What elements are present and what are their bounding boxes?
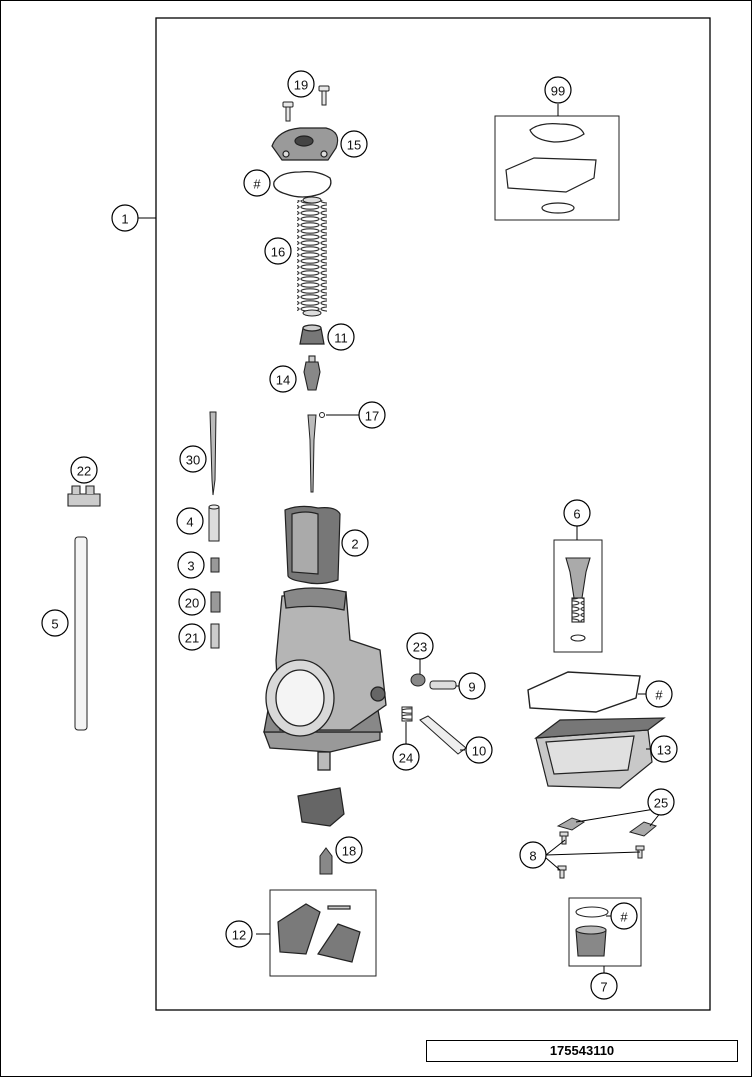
- needle-holder-part-14: [303, 355, 321, 391]
- clip-part-22: [67, 485, 101, 507]
- callout-30: 30: [179, 445, 207, 473]
- callout-13: 13: [650, 735, 678, 763]
- callout-24: 24: [392, 743, 420, 771]
- callout-6: 6: [563, 499, 591, 527]
- svg-text:3: 3: [187, 559, 194, 574]
- svg-text:23: 23: [413, 640, 427, 655]
- screw-part-9: [429, 680, 457, 690]
- svg-text:20: 20: [185, 596, 199, 611]
- callout-99: 99: [544, 76, 572, 104]
- throttle-slide-part-2: [284, 505, 341, 585]
- callout-8: 8: [519, 841, 547, 869]
- svg-text:#: #: [253, 177, 261, 192]
- callout-22: 22: [70, 456, 98, 484]
- pin-part-10: [419, 715, 467, 755]
- callout-15: 15: [340, 130, 368, 158]
- float-part-12: [277, 903, 361, 963]
- float-valve-part-18: [319, 847, 333, 875]
- callout-hash-top: #: [243, 169, 271, 197]
- svg-text:19: 19: [294, 78, 308, 93]
- document-number: 175543110: [426, 1040, 738, 1062]
- svg-text:8: 8: [529, 849, 536, 864]
- spring-part-24: [401, 706, 413, 722]
- bracket-part-25: [556, 817, 658, 837]
- callout-16: 16: [264, 237, 292, 265]
- tube-part-5: [74, 536, 88, 731]
- svg-text:15: 15: [347, 138, 361, 153]
- callout-25: 25: [647, 788, 675, 816]
- svg-text:12: 12: [232, 928, 246, 943]
- callout-19: 19: [287, 70, 315, 98]
- gasket-set-part-99: [505, 123, 597, 214]
- svg-text:10: 10: [472, 744, 486, 759]
- svg-text:11: 11: [334, 331, 348, 346]
- callout-21: 21: [178, 623, 206, 651]
- screw-part-19: [282, 85, 330, 122]
- idle-fitting-part-6: [565, 557, 591, 642]
- callout-17: 17: [358, 401, 386, 429]
- idle-fitting-frame: [553, 539, 603, 653]
- drain-plug-part-7: [575, 906, 609, 957]
- jet-part-21: [210, 623, 220, 649]
- callout-9: 9: [458, 672, 486, 700]
- carburetor-body: [263, 587, 387, 771]
- needle-part-17: [307, 412, 325, 493]
- svg-text:9: 9: [468, 680, 475, 695]
- float-chamber-part-13: [534, 717, 666, 789]
- jet-part-20: [210, 591, 221, 613]
- screw-part-8: [557, 831, 645, 879]
- svg-text:16: 16: [271, 245, 285, 260]
- svg-text:30: 30: [186, 453, 200, 468]
- screw-part-23: [410, 673, 426, 687]
- top-cover-part-15: [271, 127, 339, 161]
- svg-text:99: 99: [551, 84, 565, 99]
- spring-part-16: [297, 196, 327, 317]
- callout-11: 11: [327, 323, 355, 351]
- callout-10: 10: [465, 736, 493, 764]
- jet-part-3: [210, 557, 220, 573]
- assembly-frame: [155, 17, 711, 1011]
- svg-text:25: 25: [654, 796, 668, 811]
- svg-text:18: 18: [342, 844, 356, 859]
- callout-4: 4: [176, 507, 204, 535]
- float-bracket: [297, 787, 345, 827]
- svg-text:#: #: [620, 910, 628, 925]
- retainer-part-11: [299, 324, 325, 345]
- gasket-part-top: [273, 170, 332, 198]
- float-group-frame: [269, 889, 377, 977]
- svg-text:4: 4: [186, 515, 193, 530]
- svg-text:2: 2: [351, 537, 358, 552]
- gasket-part-float: [527, 671, 641, 713]
- gasket-set-frame: [494, 115, 620, 221]
- svg-text:1: 1: [121, 212, 128, 227]
- svg-text:13: 13: [657, 743, 671, 758]
- callout-20: 20: [178, 588, 206, 616]
- callout-5: 5: [41, 609, 69, 637]
- svg-text:24: 24: [399, 751, 413, 766]
- callout-7: 7: [590, 972, 618, 1000]
- svg-text:17: 17: [365, 409, 379, 424]
- svg-text:#: #: [655, 688, 663, 703]
- callout-1: 1: [111, 204, 139, 232]
- svg-text:14: 14: [276, 373, 290, 388]
- needle-jet-part-4: [208, 504, 220, 542]
- svg-text:6: 6: [573, 507, 580, 522]
- callout-18: 18: [335, 836, 363, 864]
- callout-12: 12: [225, 920, 253, 948]
- svg-text:7: 7: [600, 980, 607, 995]
- callout-3: 3: [177, 551, 205, 579]
- svg-text:21: 21: [185, 631, 199, 646]
- callout-2: 2: [341, 529, 369, 557]
- drain-plug-frame: [568, 897, 642, 967]
- jet-needle-part-30: [209, 411, 217, 496]
- callout-hash-float: #: [645, 680, 673, 708]
- svg-text:22: 22: [77, 464, 91, 479]
- callout-hash-plug: #: [610, 902, 638, 930]
- callout-23: 23: [406, 632, 434, 660]
- callout-14: 14: [269, 365, 297, 393]
- svg-text:5: 5: [51, 617, 58, 632]
